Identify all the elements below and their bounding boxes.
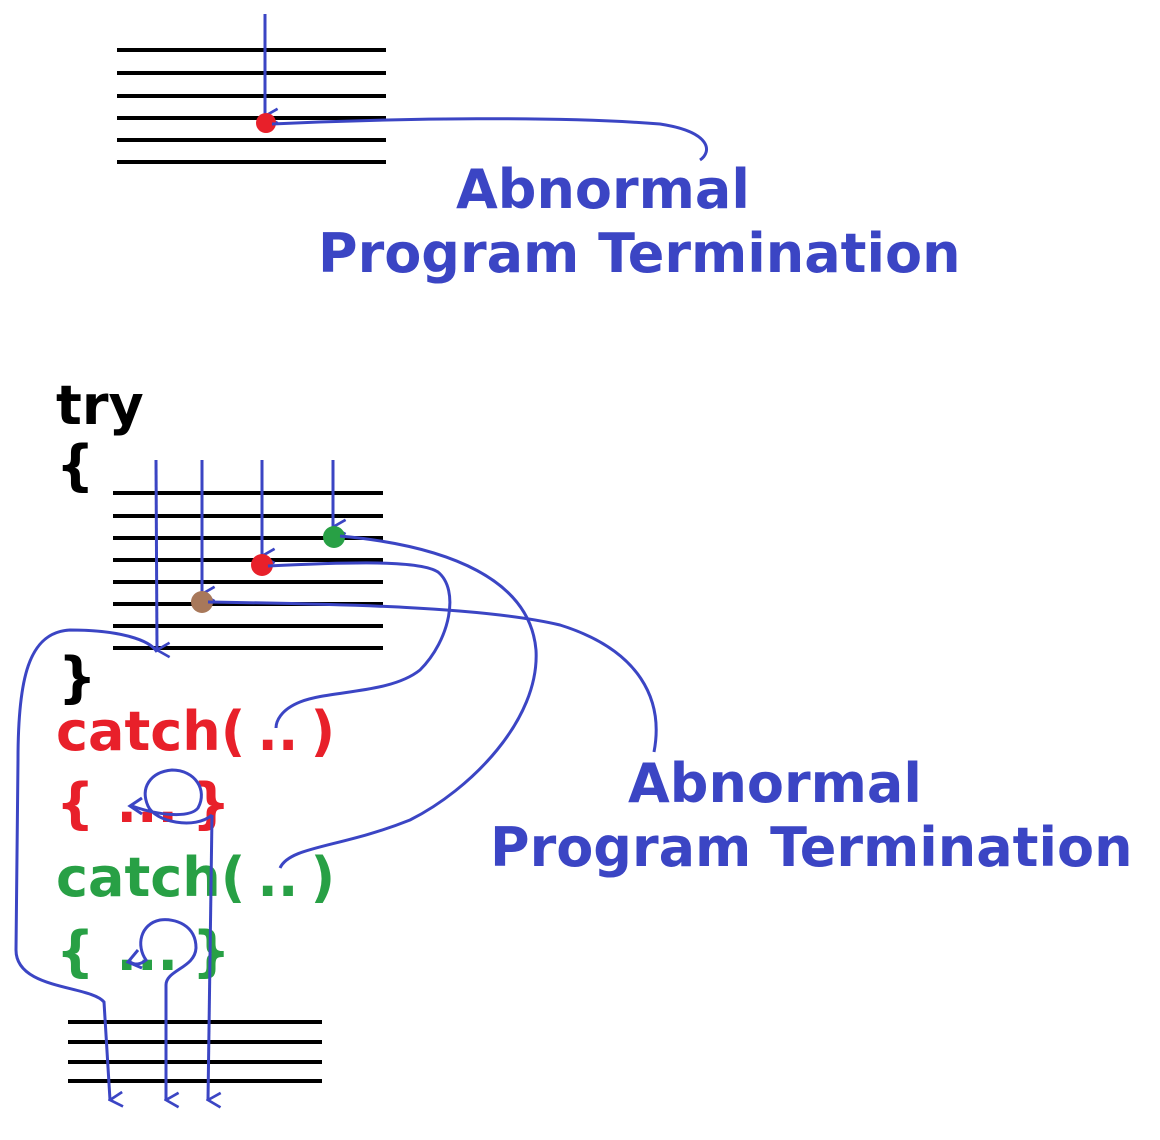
try-keyword: try <box>56 374 144 437</box>
after-try-code-lines <box>68 1020 322 1083</box>
red-to-catch1-path <box>267 561 452 729</box>
catch2-keyword: catch(..) <box>56 846 335 909</box>
top-termination-path <box>271 117 708 162</box>
try-close-brace: } <box>58 646 96 709</box>
try-code-lines <box>113 491 383 650</box>
red-exception-dot <box>251 554 273 576</box>
catch2-handler-loop <box>129 918 198 986</box>
brown-exception-dot <box>191 591 213 613</box>
try-open-brace: { <box>56 434 94 497</box>
top-code-lines <box>117 48 386 164</box>
catch2-loop-arrowhead <box>125 949 143 970</box>
normal-skip-path <box>14 628 159 1100</box>
catch1-body: {...} <box>56 772 230 835</box>
top-termination-label-line2: Program Termination <box>318 222 961 285</box>
catch1-exit-path <box>208 814 212 1100</box>
catch1-keyword: catch(..) <box>56 700 335 763</box>
top-termination-label-line1: Abnormal <box>456 158 750 221</box>
bottom-termination-label-line1: Abnormal <box>628 752 922 815</box>
green-to-catch2-path <box>278 534 538 869</box>
top-exception-dot <box>256 113 276 133</box>
green-exception-dot <box>323 526 345 548</box>
catch1-handler-loop <box>131 768 213 825</box>
brown-termination-path <box>207 600 658 753</box>
catch1-loop-arrowhead <box>127 796 143 816</box>
normal-flow-arrow <box>154 459 157 650</box>
bottom-termination-label-line2: Program Termination <box>490 816 1133 879</box>
